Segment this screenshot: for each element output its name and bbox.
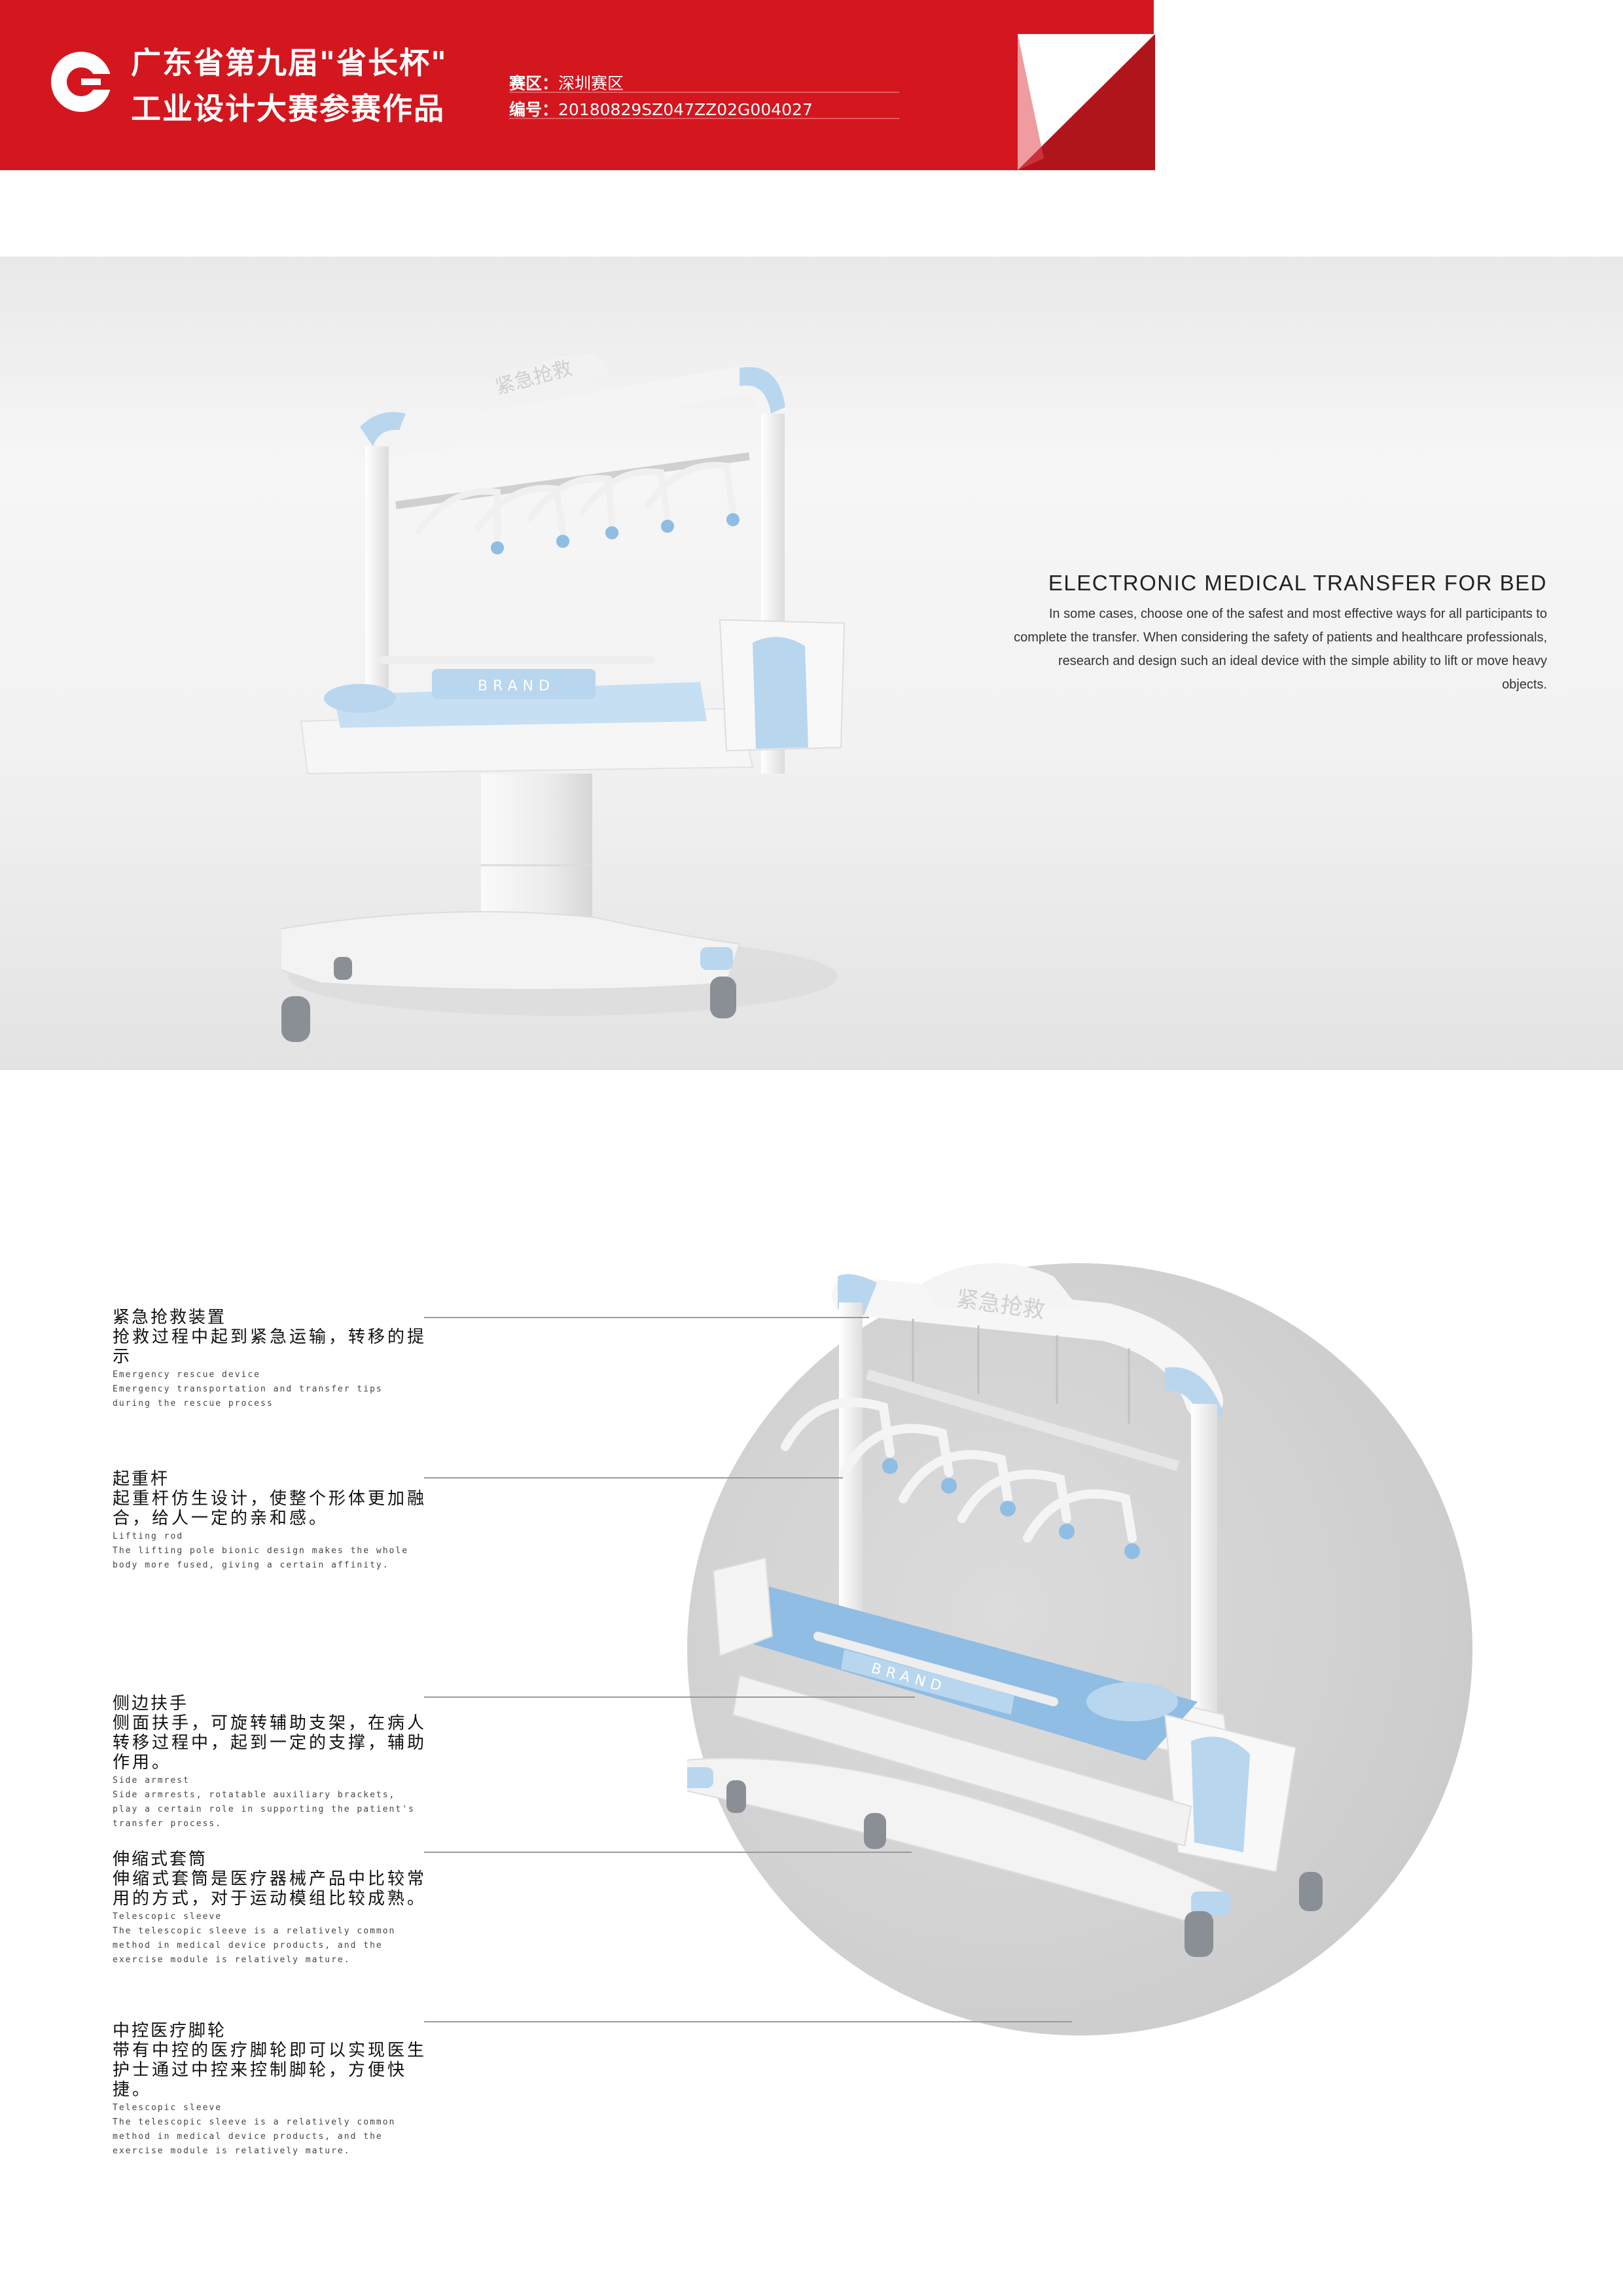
region-label: 赛区：: [509, 74, 559, 93]
hero-heading: ELECTRONIC MEDICAL TRANSFER FOR BED: [1048, 571, 1547, 595]
annotation-telescopic-sleeve: 伸缩式套筒 伸缩式套筒是医疗器械产品中比较常用的方式，对于运动模组比较成熟。 T…: [113, 1850, 427, 1967]
number-row: 编号：20180829SZ047ZZ02G004027: [509, 97, 813, 120]
annotation-en-title: Telescopic sleeve: [113, 1912, 223, 1922]
annotation-en-text: The telescopic sleeve is a relatively co…: [113, 1926, 396, 1965]
annotation-en-text: Emergency transportation and transfer ti…: [113, 1384, 383, 1408]
hero-side-label: BRAND: [478, 678, 555, 694]
annotation-en-text: The lifting pole bionic design makes the…: [113, 1546, 409, 1570]
banner-fold-corner: [1018, 34, 1155, 170]
annotation-lifting-rod: 起重杆 起重杆仿生设计，使整个形体更加融合，给人一定的亲和感。 Lifting …: [113, 1469, 427, 1573]
header-title-line2: 工业设计大赛参赛作品: [131, 91, 445, 126]
competition-logo-icon: [51, 52, 114, 112]
annotation-en-text: Side armrests, rotatable auxiliary brack…: [113, 1790, 415, 1829]
annotation-side-armrest: 侧边扶手 侧面扶手，可旋转辅助支架，在病人转移过程中，起到一定的支撑，辅助作用。…: [113, 1694, 427, 1831]
annotation-en-title: Telescopic sleeve: [113, 2103, 223, 2113]
region-value: 深圳赛区: [558, 74, 624, 93]
number-divider: [509, 118, 899, 119]
annotation-caster: 中控医疗脚轮 带有中控的医疗脚轮即可以实现医生护士通过中控来控制脚轮，方便快捷。…: [113, 2021, 427, 2159]
number-value: 20180829SZ047ZZ02G004027: [558, 100, 813, 119]
annotation-cn-text: 起重杆仿生设计，使整个形体更加融合，给人一定的亲和感。: [113, 1489, 427, 1528]
annotation-emergency-device: 紧急抢救装置 抢救过程中起到紧急运输，转移的提示 Emergency rescu…: [113, 1308, 427, 1411]
leader-line: [424, 1317, 869, 1318]
hero-section: 紧急抢救 BRAND: [0, 257, 1623, 1070]
annotation-cn-text: 伸缩式套筒是医疗器械产品中比较常用的方式，对于运动模组比较成熟。: [113, 1869, 427, 1909]
region-divider: [509, 92, 899, 93]
leader-line: [424, 1852, 912, 1853]
hero-description: In some cases, choose one of the safest …: [1014, 607, 1547, 692]
detail-product-render: 紧急抢救 BRAND: [687, 1263, 1323, 1957]
annotation-cn-text: 带有中控的医疗脚轮即可以实现医生护士通过中控来控制脚轮，方便快捷。: [113, 2041, 427, 2100]
annotation-title: 起重杆: [113, 1469, 170, 1489]
annotation-en-title: Side armrest: [113, 1776, 190, 1785]
annotation-en-text: The telescopic sleeve is a relatively co…: [113, 2117, 396, 2156]
leader-line: [424, 1696, 915, 1698]
annotation-title: 紧急抢救装置: [113, 1308, 227, 1327]
region-row: 赛区：深圳赛区: [509, 71, 624, 94]
number-label: 编号：: [509, 100, 559, 119]
annotation-title: 侧边扶手: [113, 1694, 189, 1713]
hero-product-render: 紧急抢救 BRAND: [281, 354, 846, 1042]
leader-line: [424, 2021, 1072, 2022]
annotation-en-title: Lifting rod: [113, 1532, 184, 1541]
annotation-title: 伸缩式套筒: [113, 1850, 208, 1869]
annotation-en-title: Emergency rescue device: [113, 1370, 261, 1380]
annotation-title: 中控医疗脚轮: [113, 2021, 227, 2041]
leader-line: [424, 1477, 843, 1479]
annotation-cn-text: 抢救过程中起到紧急运输，转移的提示: [113, 1327, 427, 1367]
header-title-line1: 广东省第九届"省长杯": [131, 45, 448, 81]
header-banner: [0, 0, 1154, 170]
annotation-cn-text: 侧面扶手，可旋转辅助支架，在病人转移过程中，起到一定的支撑，辅助作用。: [113, 1713, 427, 1772]
